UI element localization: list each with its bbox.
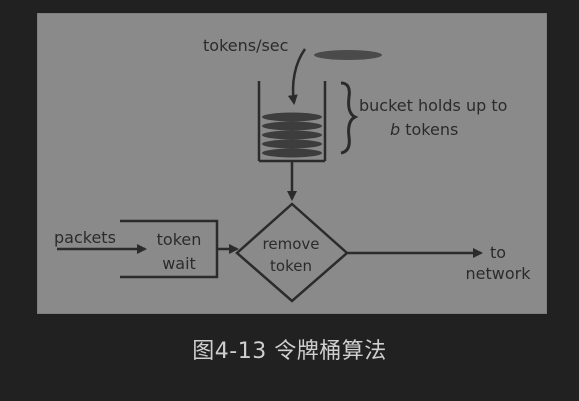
diagram-canvas: tokens/sec bucket holds u: [54, 36, 532, 303]
to-network-label-line2: network: [466, 264, 532, 283]
remove-token-diamond: [235, 202, 349, 303]
packets-label: packets: [54, 228, 116, 247]
bucket-token: [262, 112, 322, 122]
bucket-token: [262, 148, 322, 158]
bucket-capacity-label-line2: b tokens: [390, 120, 458, 139]
to-network-label-line1: to: [490, 243, 506, 262]
token-inflow-arrow: [287, 48, 307, 105]
token-bucket-diagram: tokens/sec bucket holds u: [37, 13, 547, 314]
tokens-rate-label: tokens/sec: [203, 36, 288, 55]
capacity-brace: [340, 81, 359, 155]
bucket-token: [262, 130, 322, 140]
incoming-token: [314, 50, 382, 60]
bucket-token: [262, 121, 322, 131]
bucket-capacity-unit: tokens: [400, 120, 458, 139]
bucket-capacity-variable: b: [390, 120, 400, 139]
figure-caption: 图4-13 令牌桶算法: [192, 339, 387, 364]
remove-token-label-line1: remove: [263, 235, 320, 253]
bucket-capacity-label: bucket holds up to: [359, 96, 507, 115]
token-wait-label-line2: wait: [162, 254, 196, 273]
token-wait-label-line1: token: [157, 230, 202, 249]
bucket-token: [262, 139, 322, 149]
bucket-tokens: [262, 112, 322, 158]
remove-token-label-line2: token: [270, 257, 312, 275]
